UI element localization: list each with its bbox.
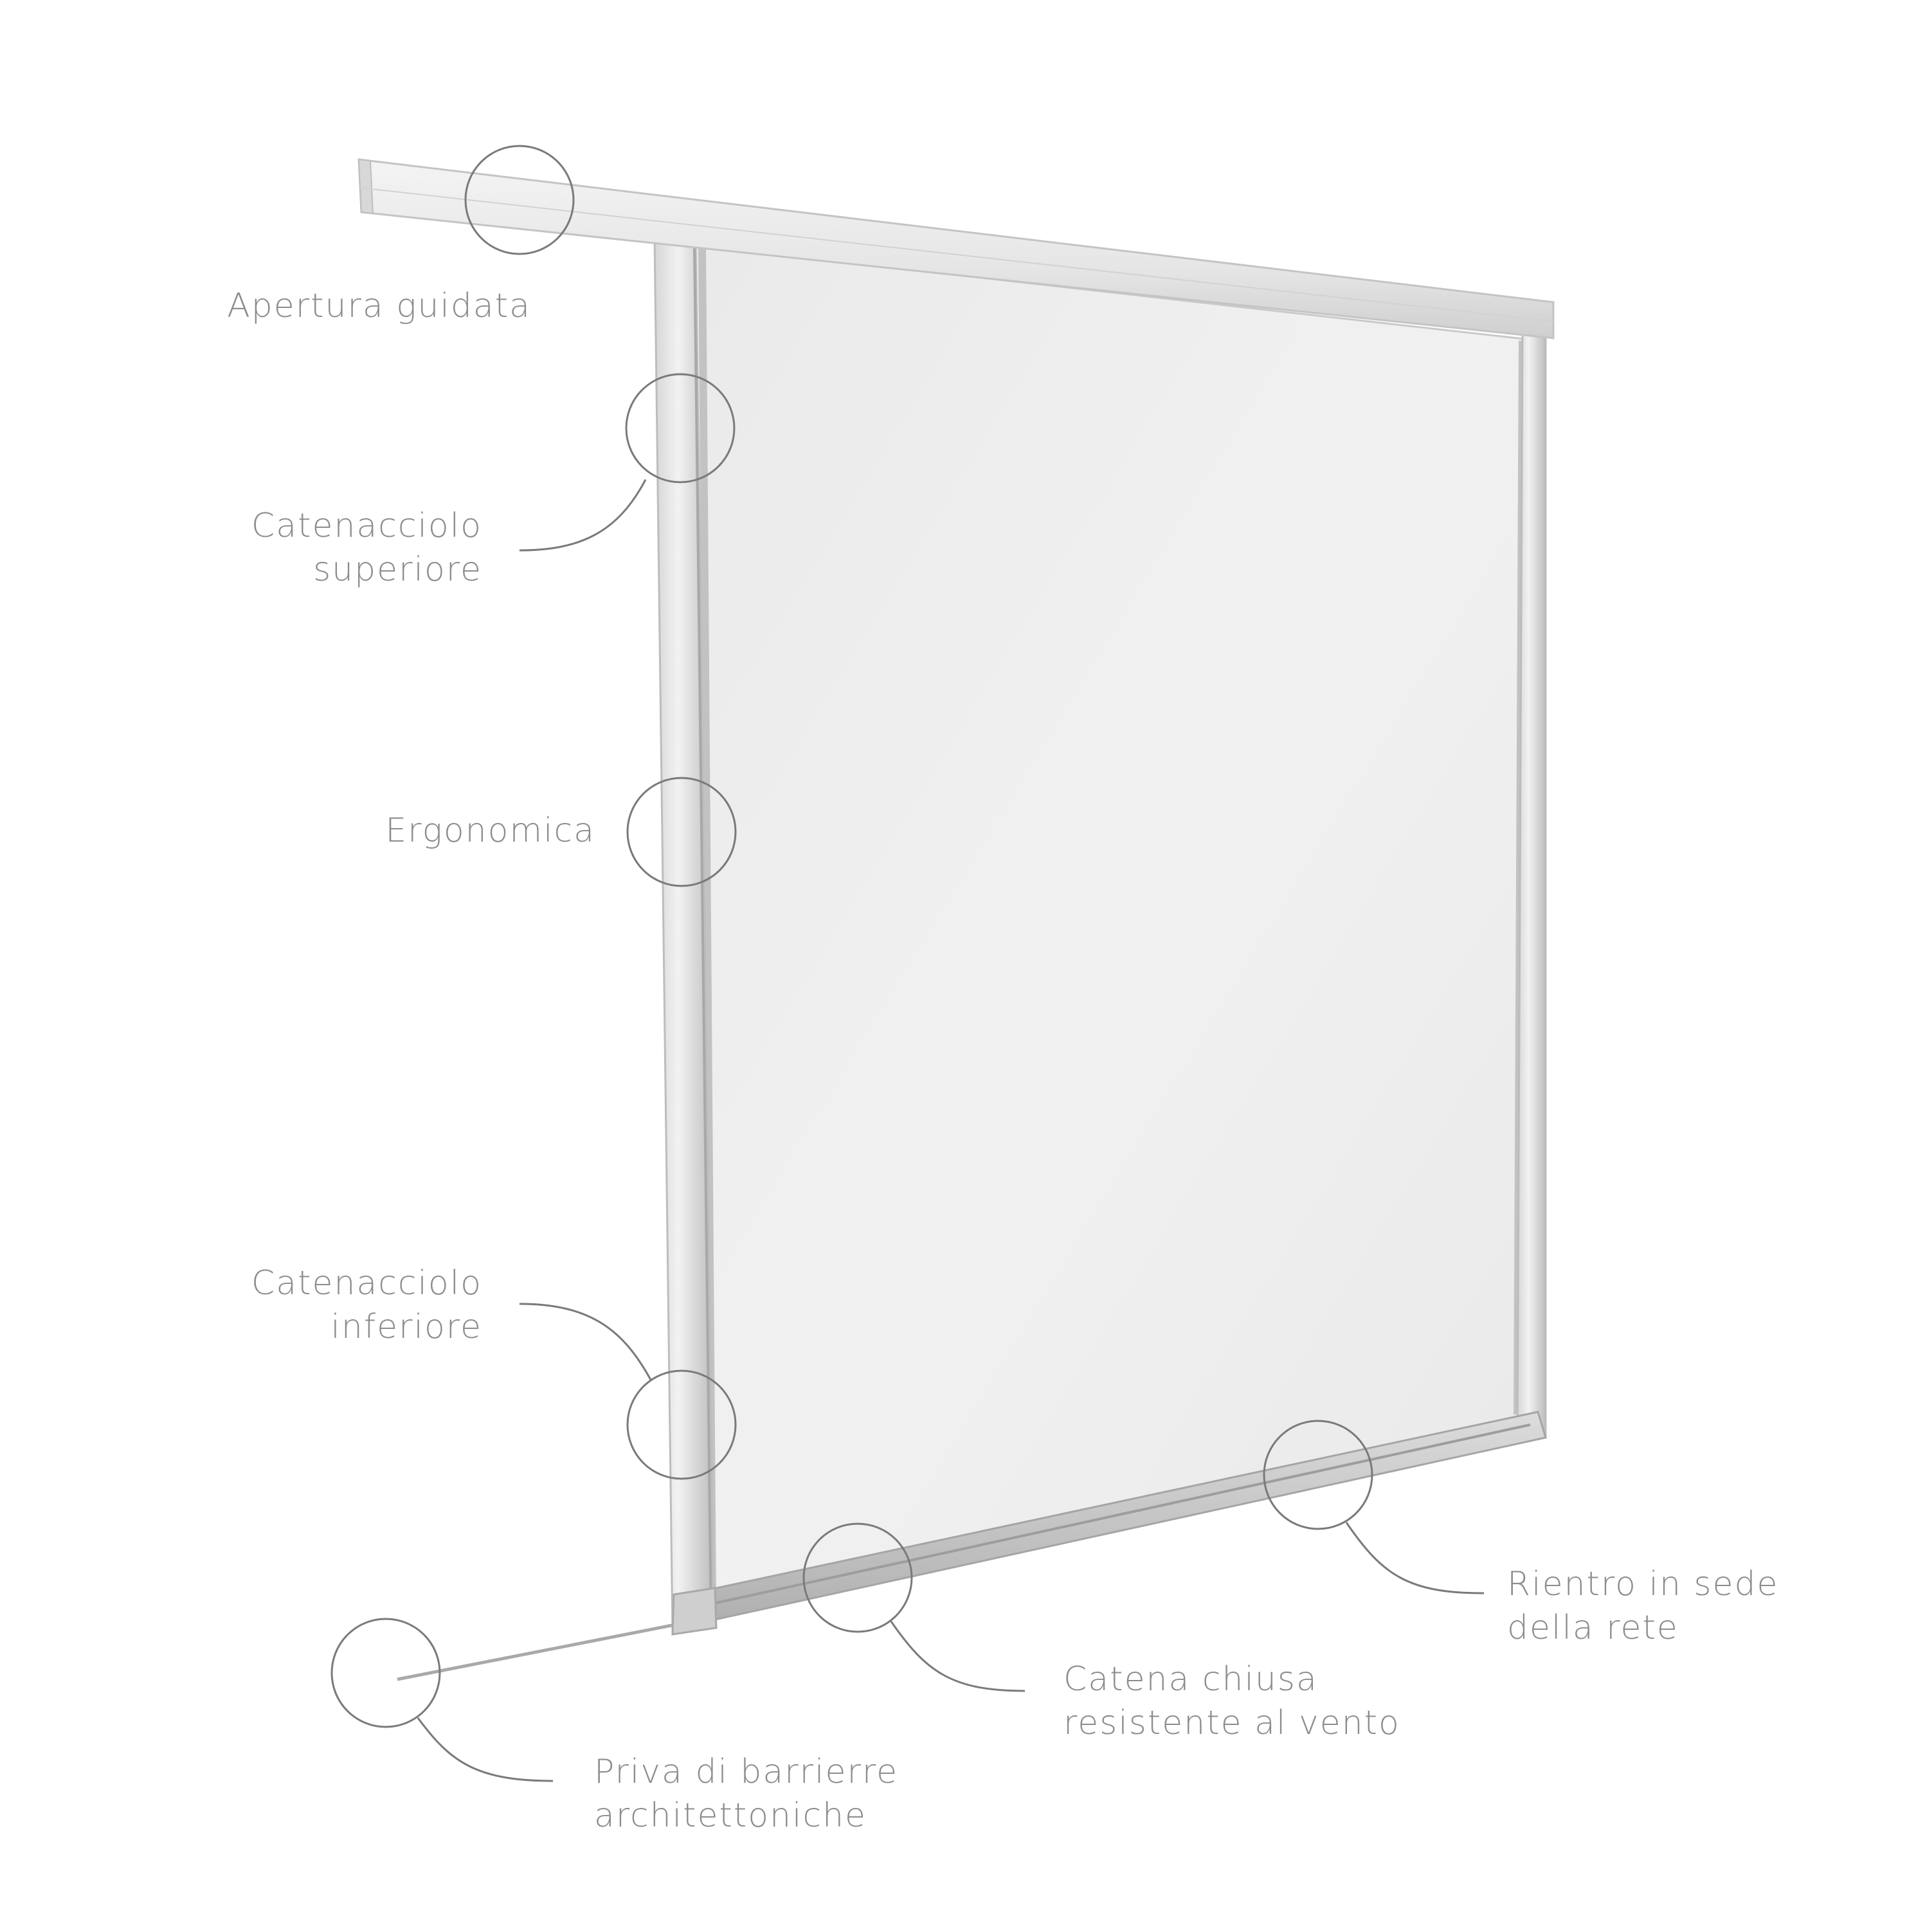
label-line: resistente al vento [1063,1704,1400,1742]
leader-catenacciolo-inferiore [519,1303,652,1380]
callout-circle-ergonomica [626,777,737,887]
label-catenacciolo-inferiore: Catenacciolo inferiore [251,1261,482,1349]
callout-circle-priva [330,1618,441,1728]
callout-circle-rientro [1263,1420,1373,1530]
callout-circle-catena [802,1522,913,1633]
label-line: Priva di barrierre [594,1753,899,1791]
mesh-panel [694,244,1530,1607]
label-catena-chiusa: Catena chiusa resistente al vento [1063,1657,1400,1745]
label-line: Catenacciolo [251,507,482,545]
label-line: Catena chiusa [1063,1660,1318,1699]
label-rientro-rete: Rientro in sede della rete [1507,1562,1779,1650]
label-priva-barriere: Priva di barrierre architettoniche [594,1750,898,1837]
label-line: Rientro in sede [1507,1565,1779,1603]
leader-priva [417,1717,554,1782]
callout-circle-catenacciolo-superiore [625,373,736,483]
label-line: Catenacciolo [251,1264,482,1303]
callout-circle-catenacciolo-inferiore [626,1369,737,1480]
callout-circle-apertura [464,145,575,255]
label-ergonomica: Ergonomica [385,809,595,853]
label-line: Ergonomica [385,811,595,850]
right-post [1516,333,1547,1443]
label-line: Apertura guidata [227,287,531,325]
leader-catenacciolo-superiore [519,479,647,552]
floor-rail [397,1623,673,1681]
label-line: architettoniche [594,1796,867,1835]
label-line: inferiore [330,1308,482,1346]
label-catenacciolo-superiore: Catenacciolo superiore [251,504,482,591]
label-line: superiore [313,550,482,589]
leader-catena [890,1621,1026,1692]
label-line: della rete [1507,1609,1679,1647]
leader-rientro [1345,1522,1485,1594]
label-apertura-guidata: Apertura guidata [227,284,531,328]
